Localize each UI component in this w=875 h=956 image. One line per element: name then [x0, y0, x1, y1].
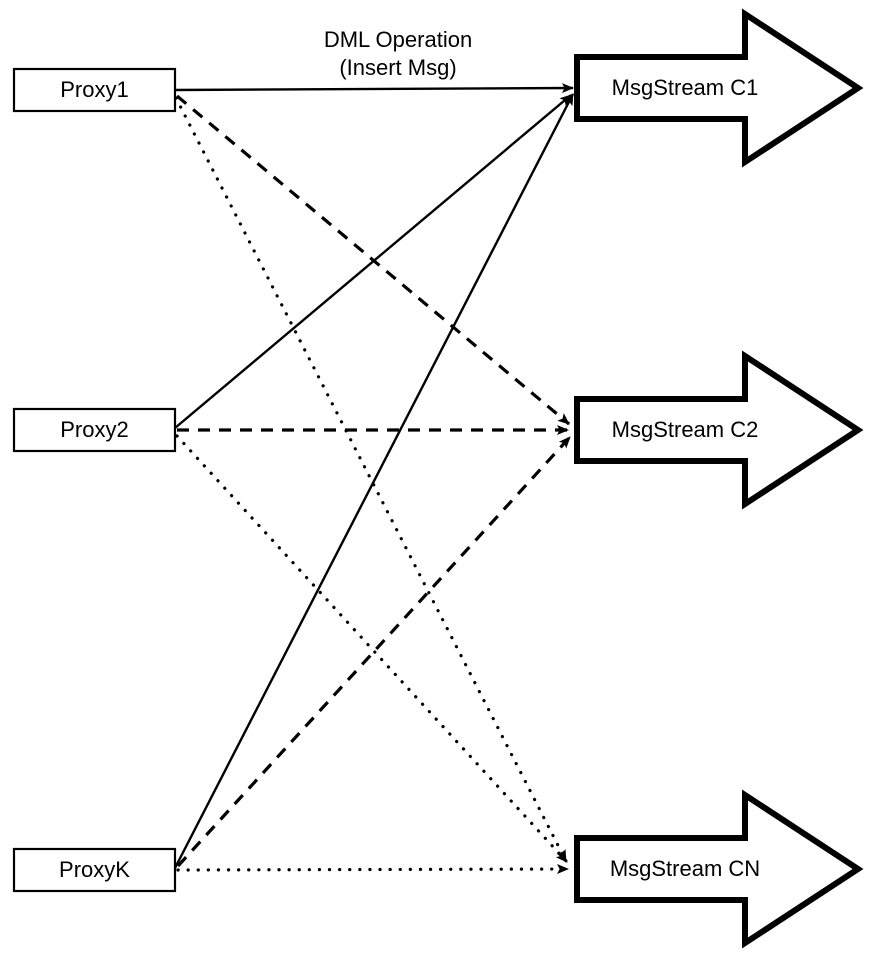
- msgstream-arrow-shape: [574, 350, 864, 510]
- edge-label-dml-operation: DML Operation (Insert Msg): [324, 27, 472, 80]
- proxy-label: Proxy2: [60, 417, 128, 442]
- proxy-box-rect: [12, 67, 177, 113]
- msgstream-arrow-shape: [574, 789, 864, 949]
- connection-pk-c2: [176, 435, 572, 868]
- connection-pk-cn: [176, 864, 570, 875]
- msgstream-label: MsgStream C1: [612, 75, 759, 100]
- connection-line-dashed: [176, 435, 572, 868]
- connection-p2-c1: [174, 94, 572, 429]
- msgstream-node-c2[interactable]: MsgStream C2: [574, 350, 864, 510]
- connection-line-solid: [174, 94, 572, 429]
- connection-p2-cn: [175, 434, 569, 864]
- msgstream-node-cn[interactable]: MsgStream CN: [574, 789, 864, 949]
- connection-pk-c1: [173, 93, 575, 869]
- connection-line-dotted: [176, 864, 570, 875]
- proxy-box-rect: [12, 407, 177, 453]
- connection-line-dotted: [175, 434, 569, 864]
- proxy-node-proxyK[interactable]: ProxyK: [12, 847, 177, 893]
- edge-label-line2: (Insert Msg): [339, 55, 456, 80]
- connection-line-solid: [173, 93, 575, 869]
- proxy-label: Proxy1: [60, 77, 128, 102]
- proxy-box-rect: [12, 847, 177, 893]
- proxy-label: ProxyK: [59, 857, 130, 882]
- connection-line-dotted: [174, 96, 568, 863]
- edge-label-line1: DML Operation: [324, 27, 472, 52]
- connections-layer: [173, 83, 575, 875]
- connection-p1-cn: [174, 96, 568, 863]
- msgstream-nodes-layer: MsgStream C1 MsgStream C2 MsgStream CN: [574, 8, 864, 949]
- msgstream-label: MsgStream C2: [612, 417, 759, 442]
- msgstream-arrow-shape: [574, 8, 864, 168]
- proxy-node-proxy2[interactable]: Proxy2: [12, 407, 177, 453]
- msgstream-label: MsgStream CN: [610, 856, 760, 881]
- connection-p1-c1: [174, 83, 574, 94]
- msgstream-node-c1[interactable]: MsgStream C1: [574, 8, 864, 168]
- proxy-node-proxy1[interactable]: Proxy1: [12, 67, 177, 113]
- connection-line-solid: [174, 83, 574, 94]
